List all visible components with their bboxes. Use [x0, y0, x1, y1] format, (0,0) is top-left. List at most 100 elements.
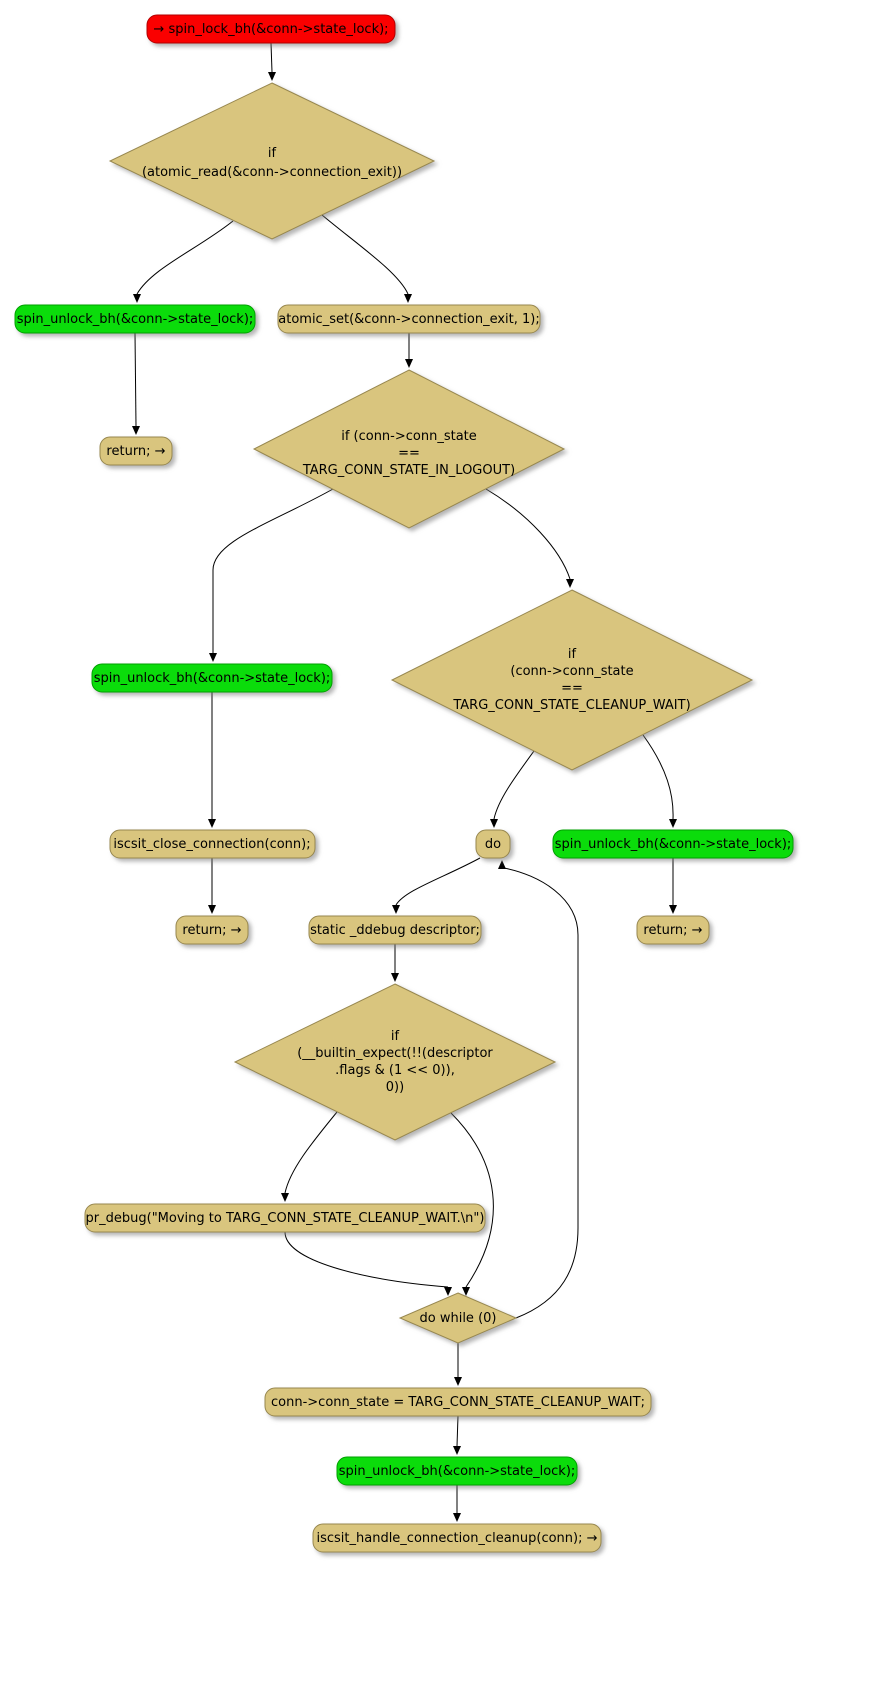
if-cleanup-wait-label-line2: (conn->conn_state: [510, 664, 633, 679]
return-b-label: return; →: [182, 923, 241, 938]
edge-if1-to-unlock-a: [136, 220, 234, 295]
unlock-a-box: [14, 304, 256, 334]
node-if-in-logout: if (conn->conn_state == TARG_CONN_STATE_…: [252, 369, 566, 529]
do-loop-box: [475, 829, 511, 859]
arrowhead: [208, 905, 216, 914]
node-start-lock: → spin_lock_bh(&conn->state_lock);: [146, 14, 396, 44]
if-cleanup-wait-label-line1: if: [568, 647, 577, 662]
unlock-d-label: spin_unlock_bh(&conn->state_lock);: [339, 1464, 576, 1479]
arrowhead: [453, 1513, 461, 1522]
close-connection-box: [109, 829, 316, 859]
if-in-logout-label-line2: ==: [398, 446, 420, 461]
node-return-b: return; →: [175, 915, 249, 945]
if-builtin-expect-label-line3: .flags & (1 << 0)),: [335, 1063, 455, 1078]
edge-if4-to-dowhile: [450, 1112, 494, 1288]
node-atomic-set: atomic_set(&conn->connection_exit, 1);: [277, 304, 541, 334]
edge-do-to-static: [395, 857, 481, 906]
arrowhead: [566, 579, 574, 588]
edge-start-to-if1: [270, 42, 273, 73]
pr-debug-label: pr_debug("Moving to TARG_CONN_STATE_CLEA…: [86, 1211, 485, 1226]
handle-cleanup-box: [312, 1523, 602, 1553]
arrowhead: [268, 72, 276, 81]
node-if-builtin-expect: if (__builtin_expect(!!(descriptor .flag…: [233, 983, 557, 1141]
unlock-d-box: [336, 1456, 578, 1486]
node-static-ddebug: static _ddebug descriptor;: [308, 915, 482, 945]
arrowhead: [132, 426, 140, 435]
arrowhead: [453, 1446, 461, 1455]
node-pr-debug: pr_debug("Moving to TARG_CONN_STATE_CLEA…: [84, 1203, 486, 1233]
do-while-diamond: [398, 1292, 518, 1344]
if-builtin-expect-label-line4: 0)): [386, 1080, 404, 1095]
do-while-label: do while (0): [420, 1311, 497, 1326]
edge-layer: [132, 42, 677, 1522]
return-a-box: [99, 436, 173, 466]
arrowhead: [669, 905, 677, 914]
arrowhead: [462, 1287, 470, 1296]
unlock-b-label: spin_unlock_bh(&conn->state_lock);: [94, 671, 331, 686]
edge-dowhile-loopback-to-do: [503, 867, 579, 1319]
if-builtin-expect-diamond: [233, 983, 557, 1141]
arrowhead: [498, 860, 506, 869]
node-unlock-b: spin_unlock_bh(&conn->state_lock);: [91, 663, 333, 693]
unlock-c-box: [552, 829, 794, 859]
arrowhead: [490, 819, 498, 828]
node-close-connection: iscsit_close_connection(conn);: [109, 829, 316, 859]
node-handle-cleanup: iscsit_handle_connection_cleanup(conn); …: [312, 1523, 602, 1553]
pr-debug-box: [84, 1203, 486, 1233]
if-cleanup-wait-label-line3: ==: [561, 681, 583, 696]
edge-if2-to-if3: [485, 488, 571, 580]
arrowhead: [391, 973, 399, 982]
start-lock-box: [146, 14, 396, 44]
if-builtin-expect-label-line1: if: [391, 1029, 400, 1044]
arrowhead: [454, 1377, 462, 1386]
if-cleanup-wait-label-line4: TARG_CONN_STATE_CLEANUP_WAIT): [452, 698, 690, 713]
return-b-box: [175, 915, 249, 945]
arrowhead: [444, 1287, 452, 1296]
arrowhead: [133, 294, 141, 303]
node-if-connection-exit: if (atomic_read(&conn->connection_exit)): [108, 82, 436, 240]
edge-setstate-to-unlock-d: [456, 1415, 459, 1447]
return-a-label: return; →: [106, 444, 165, 459]
set-conn-state-label: conn->conn_state = TARG_CONN_STATE_CLEAN…: [271, 1395, 645, 1410]
arrowhead: [281, 1193, 289, 1202]
do-loop-label: do: [485, 837, 501, 852]
node-unlock-a: spin_unlock_bh(&conn->state_lock);: [14, 304, 256, 334]
arrowhead: [209, 653, 217, 662]
if-in-logout-label-line1: if (conn->conn_state: [341, 429, 477, 444]
if-in-logout-label-line3: TARG_CONN_STATE_IN_LOGOUT): [302, 463, 515, 478]
return-c-box: [636, 915, 710, 945]
arrowhead: [208, 819, 216, 828]
close-connection-label: iscsit_close_connection(conn);: [113, 837, 310, 852]
edge-prdebug-to-dowhile: [284, 1231, 449, 1288]
unlock-c-label: spin_unlock_bh(&conn->state_lock);: [555, 837, 792, 852]
return-c-label: return; →: [643, 923, 702, 938]
atomic-set-box: [277, 304, 541, 334]
node-if-cleanup-wait: if (conn->conn_state == TARG_CONN_STATE_…: [390, 589, 754, 771]
set-conn-state-box: [264, 1387, 652, 1417]
static-ddebug-label: static _ddebug descriptor;: [310, 923, 480, 938]
if-builtin-expect-label-line2: (__builtin_expect(!!(descriptor: [297, 1046, 493, 1061]
if-connection-exit-label-line2: (atomic_read(&conn->connection_exit)): [142, 165, 402, 180]
node-do-while: do while (0): [398, 1292, 518, 1344]
edge-if2-to-unlock-b: [212, 488, 334, 653]
edge-if3-to-unlock-c: [642, 734, 674, 820]
edge-if3-to-do: [493, 750, 535, 820]
if-in-logout-diamond: [252, 369, 566, 529]
if-connection-exit-label-line1: if: [268, 146, 277, 161]
start-lock-label: → spin_lock_bh(&conn->state_lock);: [153, 22, 388, 37]
node-set-conn-state: conn->conn_state = TARG_CONN_STATE_CLEAN…: [264, 1387, 652, 1417]
handle-cleanup-label: iscsit_handle_connection_cleanup(conn); …: [316, 1531, 597, 1546]
edge-if1-to-atomic-set: [321, 214, 409, 295]
node-return-a: return; →: [99, 436, 173, 466]
edge-if4-to-prdebug: [284, 1111, 338, 1194]
node-return-c: return; →: [636, 915, 710, 945]
unlock-a-label: spin_unlock_bh(&conn->state_lock);: [17, 312, 254, 327]
edge-unlock-a-to-return-a: [134, 332, 137, 427]
node-unlock-d: spin_unlock_bh(&conn->state_lock);: [336, 1456, 578, 1486]
arrowhead: [669, 819, 677, 828]
atomic-set-label: atomic_set(&conn->connection_exit, 1);: [278, 312, 539, 327]
unlock-b-box: [91, 663, 333, 693]
node-unlock-c: spin_unlock_bh(&conn->state_lock);: [552, 829, 794, 859]
